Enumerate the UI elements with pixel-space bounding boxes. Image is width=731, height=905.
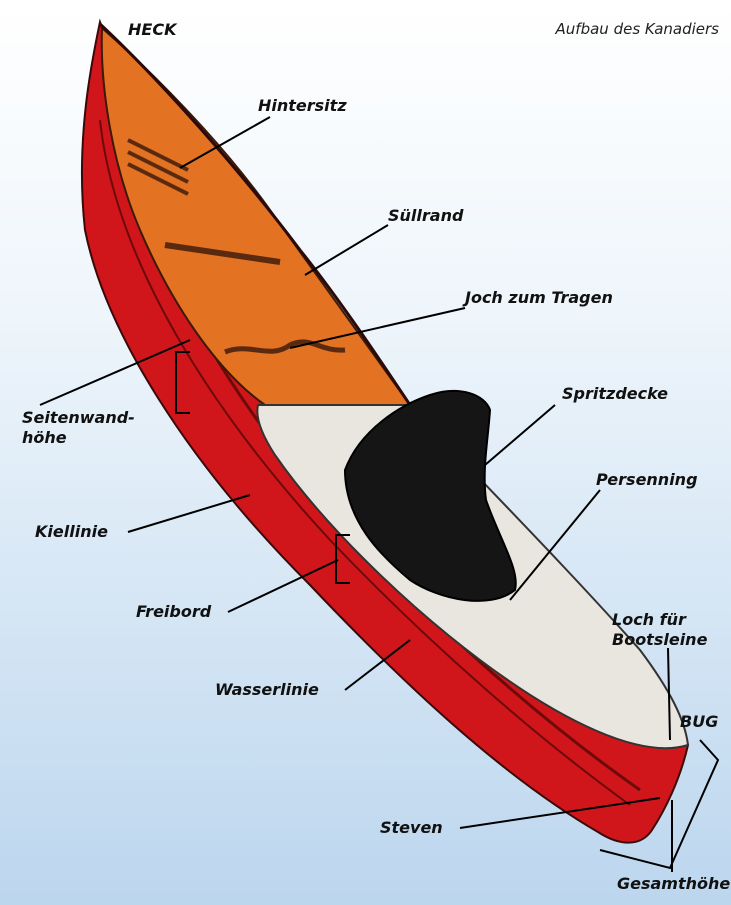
label-loch-line2: Bootsleine: [612, 630, 707, 650]
label-loch-line1: Loch für: [612, 610, 686, 630]
diagram-subtitle: Aufbau des Kanadiers: [556, 20, 719, 38]
label-gesamthoehe: Gesamthöhe: [617, 874, 730, 894]
label-hintersitz: Hintersitz: [258, 96, 347, 116]
label-persenning: Persenning: [596, 470, 698, 490]
label-suellrand: Süllrand: [388, 206, 463, 226]
label-steven: Steven: [380, 818, 443, 838]
leader-kiellinie: [128, 495, 250, 532]
label-freibord: Freibord: [136, 602, 211, 622]
leader-spritzdecke: [485, 405, 555, 465]
label-kiellinie: Kiellinie: [35, 522, 108, 542]
label-bug: BUG: [680, 712, 718, 732]
label-joch: Joch zum Tragen: [465, 288, 613, 308]
label-seitenwand-line2: höhe: [22, 428, 67, 448]
label-seitenwand-line1: Seitenwand-: [22, 408, 135, 428]
label-wasserlinie: Wasserlinie: [215, 680, 319, 700]
label-heck: HECK: [128, 20, 176, 40]
label-spritzdecke: Spritzdecke: [562, 384, 668, 404]
leader-suellrand: [305, 225, 388, 275]
